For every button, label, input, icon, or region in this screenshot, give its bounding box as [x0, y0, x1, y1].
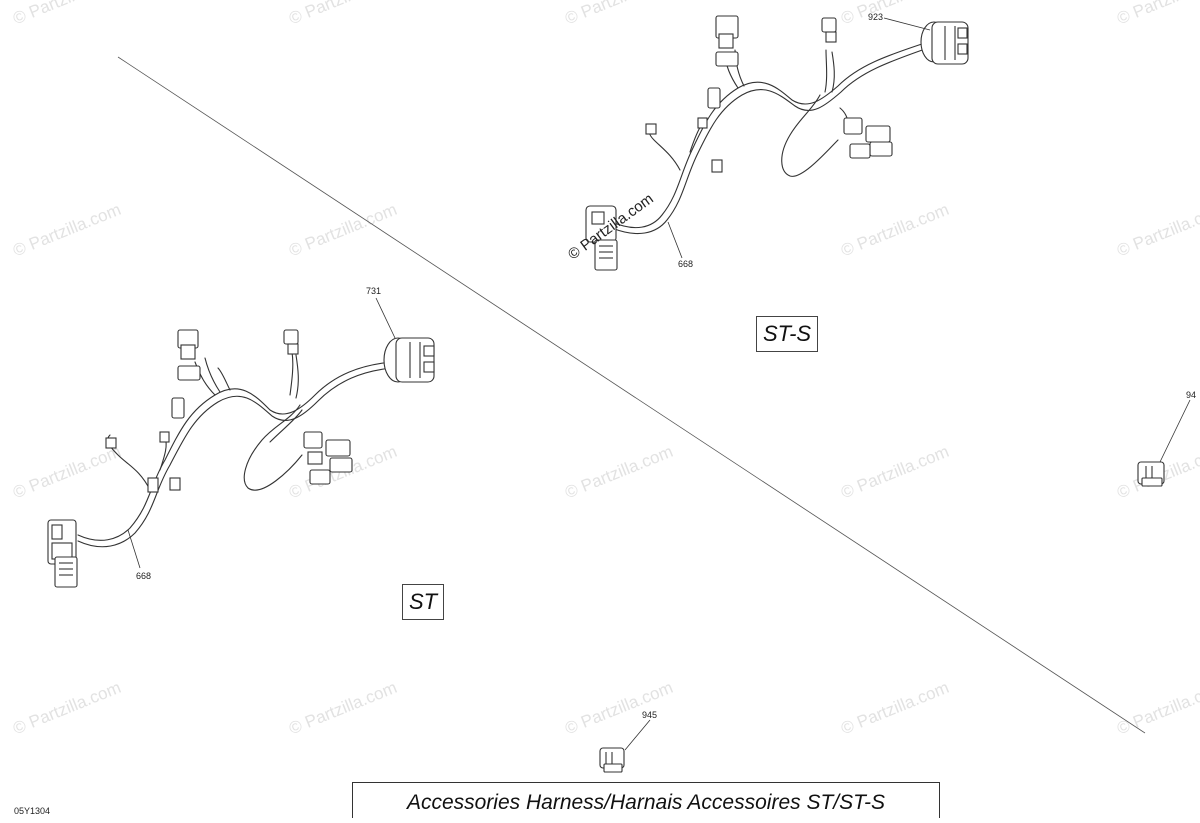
st-connectors [47, 329, 435, 588]
sts-leaders [667, 17, 931, 259]
callout-st-switch: 731 [366, 286, 382, 296]
separator-line [117, 56, 1146, 734]
callout-edge-connector: 94 [1186, 390, 1197, 400]
st-harness [77, 351, 393, 548]
variant-label-st: ST [402, 584, 445, 620]
connector-edge [1137, 461, 1165, 487]
reference-code: 05Y1304 [14, 806, 51, 816]
connector-945 [599, 747, 625, 773]
callout-sts-harness: 668 [678, 259, 694, 269]
leader-edge [1159, 399, 1191, 463]
variant-label-sts: ST-S [756, 316, 819, 352]
sts-connectors [585, 15, 969, 271]
callout-bottom-connector: 945 [642, 710, 658, 720]
sts-harness [611, 41, 929, 235]
diagram-title: Accessories Harness/Harnais Accessoires … [352, 782, 940, 818]
st-leaders [127, 297, 396, 569]
callout-st-harness: 668 [136, 571, 152, 581]
leader-945 [624, 719, 651, 751]
callout-sts-switch: 923 [868, 12, 884, 22]
